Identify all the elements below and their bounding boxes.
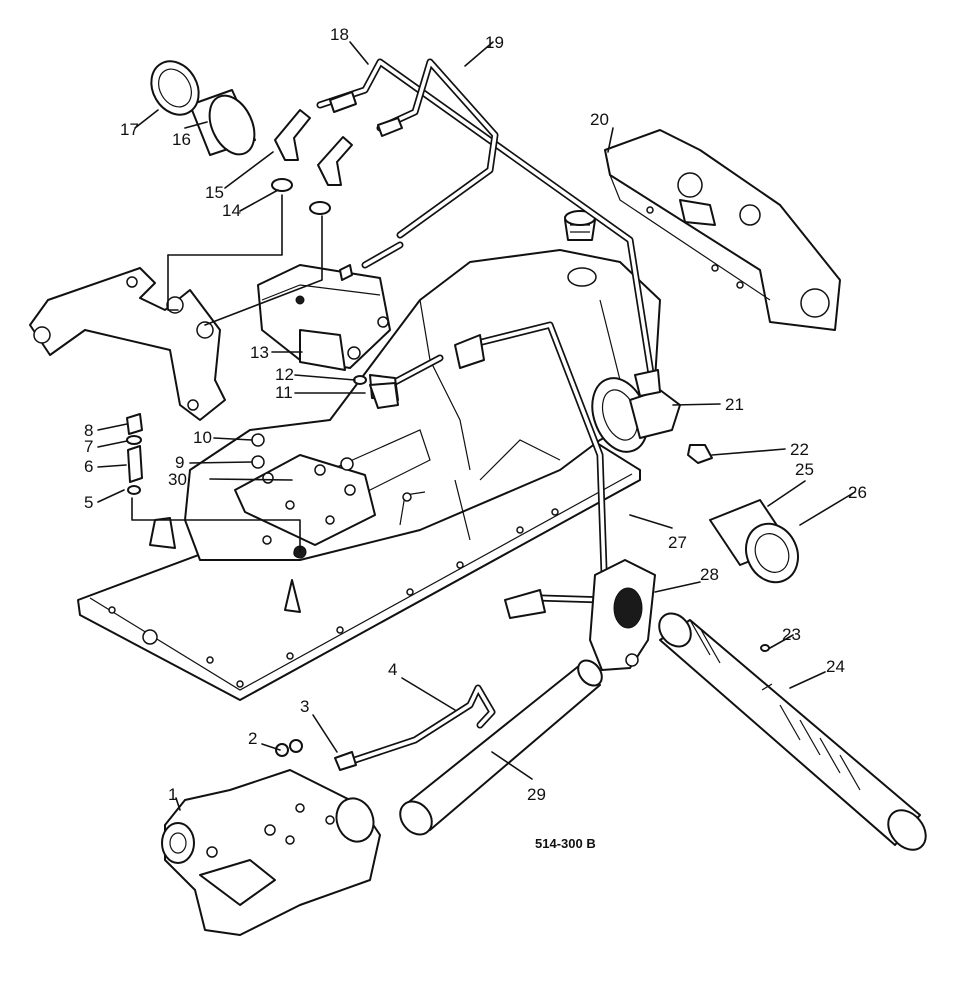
callout-10: 10 [193, 428, 212, 447]
callout-17: 17 [120, 120, 139, 139]
callout-23: 23 [782, 625, 801, 644]
callout-11: 11 [275, 383, 293, 402]
bushing-and-ring [150, 60, 256, 156]
callout-18: 18 [330, 25, 349, 44]
callout-29: 29 [527, 785, 546, 804]
callout-1: 1 [168, 785, 177, 804]
callout-25: 25 [795, 460, 814, 479]
callout-2: 2 [248, 729, 257, 748]
callout-28: 28 [700, 565, 719, 584]
feed-pipe [275, 684, 496, 771]
rear-bushing-block [629, 389, 713, 464]
callout-3: 3 [300, 697, 309, 716]
callout-5: 5 [84, 493, 93, 512]
callout-19: 19 [485, 33, 504, 52]
callout-labels: 1 2 3 4 5 6 7 8 9 10 11 12 13 14 15 16 1… [84, 25, 867, 851]
callout-30: 30 [168, 470, 187, 489]
figure-reference-code: 514-300 B [535, 836, 596, 851]
callout-20: 20 [590, 110, 609, 129]
sleeve-and-seal [709, 499, 799, 584]
callout-6: 6 [84, 457, 93, 476]
callout-4: 4 [388, 660, 397, 679]
hydraulic-pipes [316, 58, 661, 619]
filler-cap [564, 210, 596, 241]
control-valve-block [257, 264, 391, 371]
callout-22: 22 [790, 440, 809, 459]
callout-9: 9 [175, 453, 184, 472]
callout-8: 8 [84, 421, 93, 440]
small-components [126, 375, 399, 495]
callout-26: 26 [848, 483, 867, 502]
splined-shaft [658, 612, 927, 851]
callout-7: 7 [84, 437, 93, 456]
callout-27: 27 [668, 533, 687, 552]
callout-16: 16 [172, 130, 191, 149]
callout-14: 14 [222, 201, 241, 220]
callout-12: 12 [275, 365, 294, 384]
hydraulic-pump-body [161, 769, 381, 936]
leader-lines [97, 41, 856, 811]
lift-arm [589, 559, 656, 671]
callout-15: 15 [205, 183, 224, 202]
callout-21: 21 [725, 395, 744, 414]
ram-piston [399, 659, 603, 836]
lift-lever-bracket [29, 267, 226, 421]
elbow-fittings [271, 109, 353, 215]
callout-24: 24 [826, 657, 845, 676]
callout-13: 13 [250, 343, 269, 362]
draft-control-bracket [604, 129, 841, 331]
